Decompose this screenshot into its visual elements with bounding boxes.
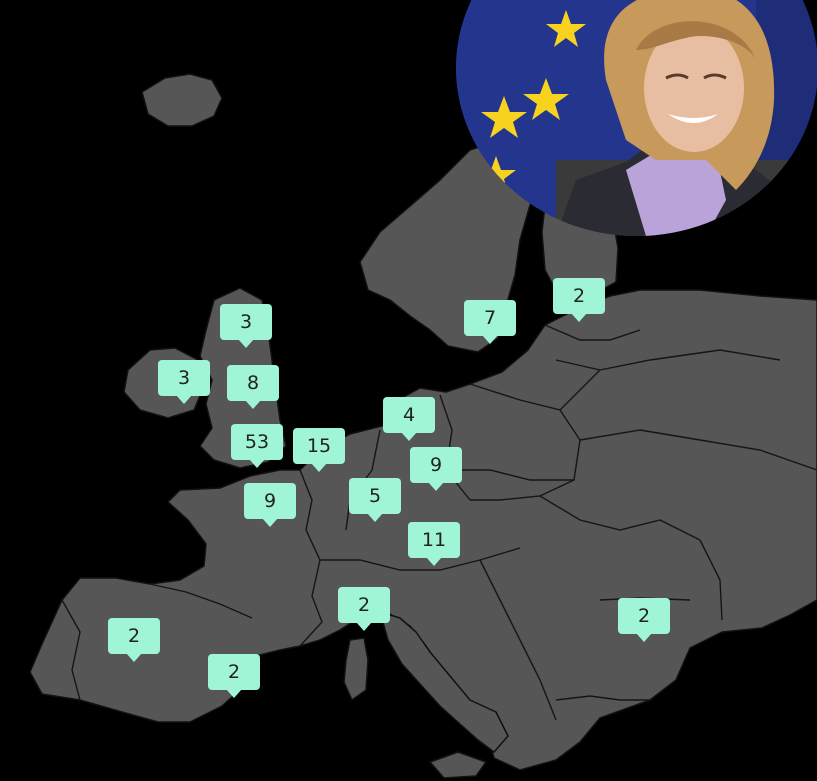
marker-pointer bbox=[262, 518, 278, 527]
border-portugal bbox=[61, 599, 81, 701]
marker-pointer bbox=[126, 653, 142, 662]
marker-count: 7 bbox=[464, 300, 516, 336]
map-marker-england-south[interactable]: 53 bbox=[231, 424, 283, 468]
marker-count: 2 bbox=[553, 278, 605, 314]
map-marker-germany-north[interactable]: 4 bbox=[383, 397, 435, 441]
map-marker-scotland[interactable]: 3 bbox=[220, 304, 272, 348]
marker-pointer bbox=[238, 339, 254, 348]
map-marker-benelux[interactable]: 15 bbox=[293, 428, 345, 472]
map-marker-france[interactable]: 9 bbox=[244, 483, 296, 527]
map-marker-sweden[interactable]: 7 bbox=[464, 300, 516, 344]
border-poland bbox=[469, 383, 581, 501]
marker-count: 4 bbox=[383, 397, 435, 433]
flag-star bbox=[481, 96, 527, 138]
marker-pointer bbox=[401, 432, 417, 441]
marker-count: 11 bbox=[408, 522, 460, 558]
marker-pointer bbox=[426, 557, 442, 566]
border-czech-slovak bbox=[446, 469, 574, 481]
marker-count: 53 bbox=[231, 424, 283, 460]
marker-count: 9 bbox=[410, 447, 462, 483]
marker-count: 9 bbox=[244, 483, 296, 519]
marker-pointer bbox=[636, 633, 652, 642]
border-spain-france bbox=[149, 583, 253, 619]
marker-count: 8 bbox=[227, 365, 279, 401]
map-marker-england-north[interactable]: 8 bbox=[227, 365, 279, 409]
map-marker-czechia[interactable]: 9 bbox=[410, 447, 462, 491]
marker-pointer bbox=[176, 395, 192, 404]
marker-count: 3 bbox=[158, 360, 210, 396]
border-greece bbox=[555, 695, 650, 701]
marker-pointer bbox=[356, 622, 372, 631]
flag-star bbox=[546, 10, 586, 47]
land-scandinavia bbox=[359, 139, 549, 353]
marker-count: 2 bbox=[618, 598, 670, 634]
map-marker-bulgaria[interactable]: 2 bbox=[618, 598, 670, 642]
marker-pointer bbox=[571, 313, 587, 322]
marker-pointer bbox=[245, 400, 261, 409]
land-sicily bbox=[429, 751, 487, 779]
marker-count: 2 bbox=[108, 618, 160, 654]
border-belarus bbox=[559, 349, 781, 411]
land-sardinia bbox=[343, 637, 369, 701]
map-marker-spain[interactable]: 2 bbox=[108, 618, 160, 662]
border-moldova bbox=[699, 539, 723, 621]
marker-count: 2 bbox=[208, 654, 260, 690]
map-marker-austria[interactable]: 11 bbox=[408, 522, 460, 566]
marker-pointer bbox=[249, 459, 265, 468]
border-balkans bbox=[479, 559, 557, 721]
map-marker-finland-estonia[interactable]: 2 bbox=[553, 278, 605, 322]
border-baltic bbox=[544, 324, 641, 371]
flag-star bbox=[523, 78, 569, 120]
marker-count: 5 bbox=[349, 478, 401, 514]
land-italy bbox=[379, 611, 509, 753]
map-marker-ireland[interactable]: 3 bbox=[158, 360, 210, 404]
marker-count: 15 bbox=[293, 428, 345, 464]
border-hungary-romania bbox=[539, 495, 701, 541]
map-marker-mediterranean[interactable]: 2 bbox=[208, 654, 260, 698]
marker-count: 3 bbox=[220, 304, 272, 340]
marker-pointer bbox=[428, 482, 444, 491]
border-alps bbox=[320, 547, 521, 571]
marker-count: 2 bbox=[338, 587, 390, 623]
marker-pointer bbox=[367, 513, 383, 522]
marker-pointer bbox=[226, 689, 242, 698]
marker-pointer bbox=[482, 335, 498, 344]
map-marker-switzerland-bavaria[interactable]: 5 bbox=[349, 478, 401, 522]
map-marker-italy-north[interactable]: 2 bbox=[338, 587, 390, 631]
border-ukraine bbox=[579, 429, 817, 471]
land-iceland bbox=[141, 73, 223, 127]
marker-pointer bbox=[311, 463, 327, 472]
